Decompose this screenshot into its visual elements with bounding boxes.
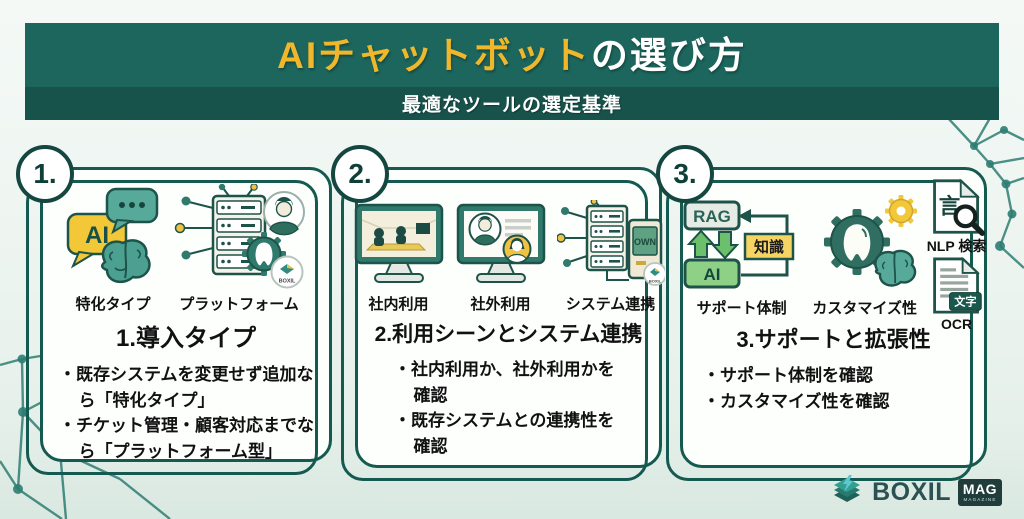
bullet-item: 既存システムとの連携性を確認 xyxy=(394,408,629,459)
card2-icons-row: 社内利用 社外利用 xyxy=(354,182,665,314)
brand-name: BOXIL xyxy=(872,477,951,506)
ai-bubble-text: AI xyxy=(85,222,109,249)
boxil-stack-icon xyxy=(834,475,861,502)
network-decoration-top-right xyxy=(947,118,1024,269)
ocr-document-icon: 文字 xyxy=(932,256,982,314)
icon-label-external-use: 社外利用 xyxy=(470,296,531,313)
icon-label-nlp-search: NLP 検索 xyxy=(926,238,987,254)
header-banner: AIチャットボットの選び方 最適なツールの選定基準 xyxy=(25,23,999,120)
card2-bullets: 社内利用か、社外利用かを確認 既存システムとの連携性を確認 xyxy=(394,357,629,459)
card3-icons-row: RAG AI 知識 サポート体制 xyxy=(681,178,987,332)
rag-ai-knowledge-icon: RAG AI 知識 xyxy=(683,200,794,289)
bullet-item: 社内利用か、社外利用かを確認 xyxy=(394,357,629,408)
card-usage-scene: 2. 社内利用 xyxy=(331,145,665,481)
icon-label-ocr: OCR xyxy=(940,316,973,332)
external-use-monitor-icon xyxy=(456,203,545,283)
support-structure-group: RAG AI 知識 サポート体制 xyxy=(681,178,803,318)
external-use-group: 社外利用 xyxy=(455,182,547,314)
platform-group: BOXIL プラットフォーム xyxy=(171,182,307,314)
card-introduction-type: 1. AI 特化タイプ xyxy=(16,145,332,475)
page-title: AIチャットボットの選び方 xyxy=(277,37,747,74)
nlp-search-icon: 言 xyxy=(932,178,985,236)
card-number-badge: 2. xyxy=(331,145,389,203)
customizability-group: カスタマイズ性 xyxy=(809,178,921,318)
mag-badge-text: MAG xyxy=(962,481,998,497)
boxil-mag-logo: BOXIL MAG MAGAZINE xyxy=(829,474,1002,510)
page-subtitle: 最適なツールの選定基準 xyxy=(25,87,999,120)
icon-label-specialized: 特化タイプ xyxy=(75,296,151,313)
own-screen-text: OWN xyxy=(634,237,656,247)
specialized-type-group: AI 特化タイプ xyxy=(65,182,161,314)
card3-heading: 3.サポートと拡張性 xyxy=(736,327,931,352)
person-avatar-icon xyxy=(263,191,305,236)
card1-icons-row: AI 特化タイプ xyxy=(43,182,329,314)
mag-badge-subtext: MAGAZINE xyxy=(963,496,997,502)
icon-label-support-structure: サポート体制 xyxy=(696,300,787,317)
ocr-group: 文字 OCR xyxy=(929,256,985,332)
system-integration-icon: OWN BOXIL xyxy=(556,200,665,286)
card-number-badge: 3. xyxy=(656,145,714,203)
bullet-item: サポート体制を確認 xyxy=(703,363,974,389)
boxil-mini-logo-icon: BOXIL xyxy=(270,255,304,289)
tooth-gear-brain-icon xyxy=(823,195,917,287)
icon-label-system-integration: システム連携 xyxy=(565,296,656,313)
icon-label-customizability: カスタマイズ性 xyxy=(812,300,917,317)
card-number-badge: 1. xyxy=(16,145,74,203)
card1-heading: 1.導入タイプ xyxy=(115,325,256,352)
ocr-badge-text: 文字 xyxy=(954,295,976,309)
ai-chat-brain-icon: AI xyxy=(66,187,159,284)
internal-use-monitor-icon xyxy=(354,203,443,283)
icon-label-platform: プラットフォーム xyxy=(179,296,299,313)
header-title-band: AIチャットボットの選び方 xyxy=(25,23,999,87)
platform-server-icon: BOXIL xyxy=(174,184,305,289)
card2-heading: 2.利用シーンとシステム連携 xyxy=(374,323,643,346)
icon-label-internal-use: 社内利用 xyxy=(368,296,429,313)
mag-badge: MAG MAGAZINE xyxy=(958,478,1002,506)
card3-bullets: サポート体制を確認 カスタマイズ性を確認 xyxy=(703,363,974,414)
bullet-item: 既存システムを変更せず追加なら「特化タイプ」 xyxy=(59,362,319,413)
page-title-rest: の選び方 xyxy=(590,34,747,76)
boxil-mini-logo-icon: BOXIL xyxy=(642,262,665,286)
nlp-search-group: 言 NLP 検索 xyxy=(926,178,987,256)
bullet-item: チケット管理・顧客対応までなら「プラットフォーム型」 xyxy=(59,413,319,464)
card1-bullets: 既存システムを変更せず追加なら「特化タイプ」 チケット管理・顧客対応までなら「プ… xyxy=(59,362,319,464)
boxil-mini-text: BOXIL xyxy=(648,279,661,284)
rag-box-text: RAG xyxy=(693,207,731,226)
tooth-gear-icon xyxy=(242,232,286,276)
page-title-highlight: AIチャットボット xyxy=(277,34,591,76)
knowledge-box-text: 知識 xyxy=(754,238,784,256)
nlp-ocr-column: 言 NLP 検索 xyxy=(926,178,987,332)
internal-use-group: 社内利用 xyxy=(353,182,445,314)
system-integration-group: OWN BOXIL システム連携 xyxy=(556,182,665,314)
boxil-mini-text: BOXIL xyxy=(279,279,296,285)
card-support-extensibility: 3. RAG AI 知識 サポート体制 xyxy=(656,145,987,481)
ai-box-text: AI xyxy=(703,265,720,284)
bullet-item: カスタマイズ性を確認 xyxy=(703,389,974,415)
